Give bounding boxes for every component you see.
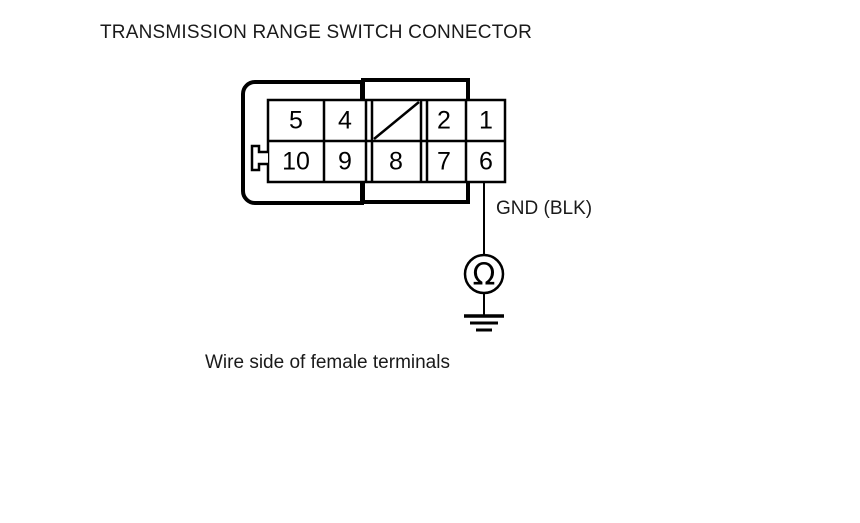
pin-label-10: 10 xyxy=(282,148,310,176)
omega-symbol: Ω xyxy=(473,258,496,293)
pin-label-4: 4 xyxy=(338,107,352,135)
pin-label-6: 6 xyxy=(479,148,493,176)
pin-label-8: 8 xyxy=(389,148,403,176)
pin-label-5: 5 xyxy=(289,107,303,135)
diagram-caption: Wire side of female terminals xyxy=(205,352,450,373)
wire-label-gnd: GND (BLK) xyxy=(496,198,593,219)
pin-label-9: 9 xyxy=(338,148,352,176)
blank-cavity-diagonal xyxy=(373,101,420,140)
keying-notch xyxy=(250,144,268,172)
pin-label-1: 1 xyxy=(479,107,493,135)
pin-label-7: 7 xyxy=(437,148,451,176)
connector-shell-left xyxy=(241,80,364,205)
pin-label-2: 2 xyxy=(437,107,451,135)
page-title: TRANSMISSION RANGE SWITCH CONNECTOR xyxy=(100,22,533,43)
